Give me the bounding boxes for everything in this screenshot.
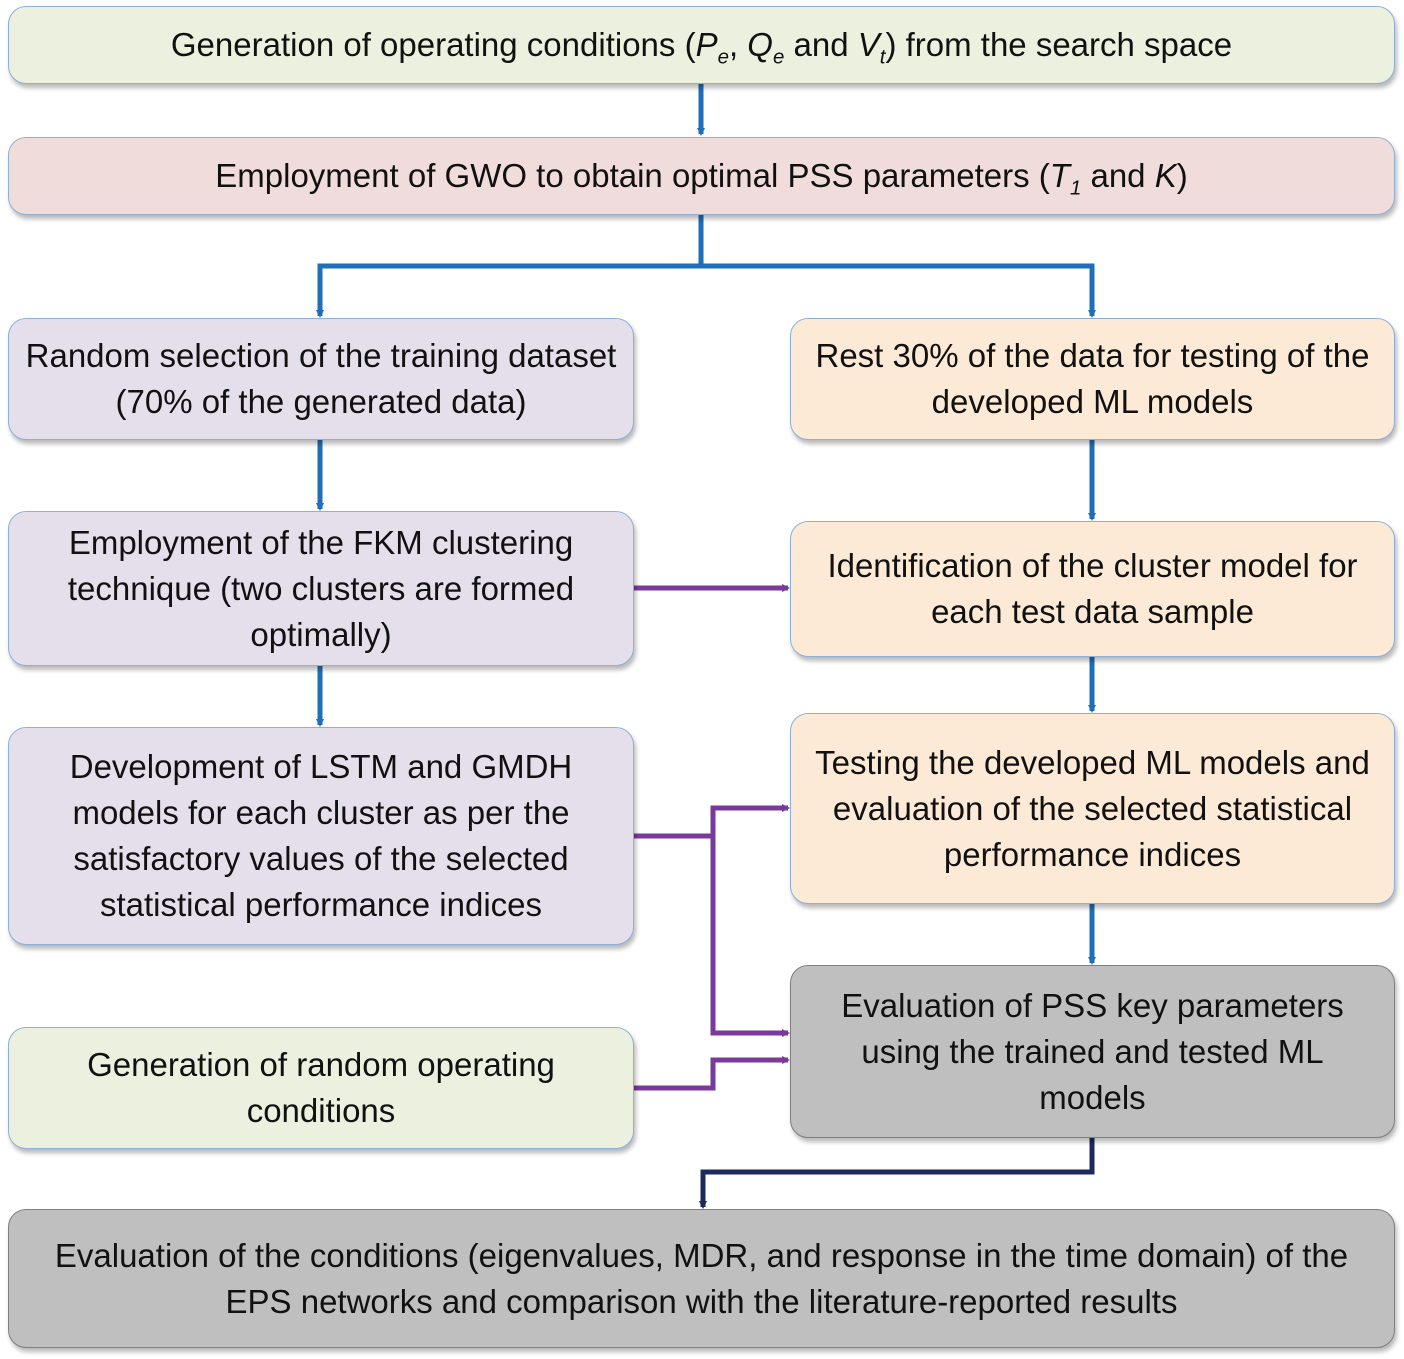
arrow-random-to-evaluation	[634, 1056, 790, 1091]
box-gwo-optimization: Employment of GWO to obtain optimal PSS …	[8, 137, 1395, 215]
gwo-text: Employment of GWO to obtain optimal PSS …	[215, 157, 1188, 200]
testing-text: Rest 30% of the data for testing of the …	[815, 337, 1370, 420]
arrow-split-to-testing	[701, 263, 1096, 318]
box-evaluation-pss: Evaluation of PSS key parameters using t…	[790, 965, 1395, 1138]
box-evaluation-final: Evaluation of the conditions (eigenvalue…	[8, 1209, 1395, 1348]
box-model-development: Development of LSTM and GMDH models for …	[8, 727, 634, 945]
identification-text: Identification of the cluster model for …	[827, 547, 1358, 630]
random-conditions-text: Generation of random operating condition…	[87, 1046, 555, 1129]
arrow-evaluation-to-final	[699, 1138, 1095, 1209]
arrow-development-to-testing-models	[710, 804, 790, 836]
generation-text: Generation of operating conditions (Pe, …	[170, 26, 1233, 69]
arrow-development-to-evaluation	[710, 836, 790, 1037]
arrow-split-to-training	[316, 263, 701, 318]
fkm-text: Employment of the FKM clustering techniq…	[67, 523, 575, 653]
box-cluster-identification: Identification of the cluster model for …	[790, 521, 1395, 657]
development-text: Development of LSTM and GMDH models for …	[69, 748, 573, 923]
testing-models-text: Testing the developed ML models and eval…	[815, 743, 1370, 873]
box-testing-data: Rest 30% of the data for testing of the …	[790, 318, 1395, 440]
box-random-operating-conditions: Generation of random operating condition…	[8, 1027, 634, 1149]
box-testing-models: Testing the developed ML models and eval…	[790, 713, 1395, 904]
training-text: Random selection of the training dataset…	[25, 337, 617, 420]
box-generation-operating-conditions: Generation of operating conditions (Pe, …	[8, 6, 1395, 84]
box-fkm-clustering: Employment of the FKM clustering techniq…	[8, 511, 634, 666]
box-training-selection: Random selection of the training dataset…	[8, 318, 634, 440]
evaluation-pss-text: Evaluation of PSS key parameters using t…	[841, 986, 1344, 1116]
evaluation-final-text: Evaluation of the conditions (eigenvalue…	[54, 1236, 1349, 1320]
